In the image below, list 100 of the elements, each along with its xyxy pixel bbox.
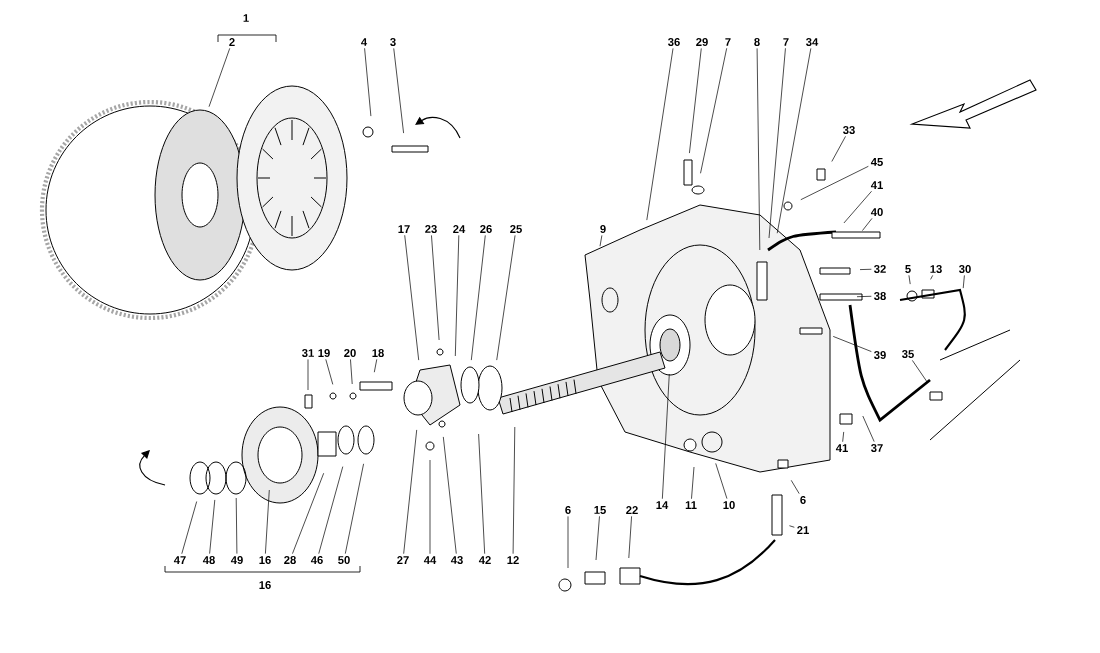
leader-line — [908, 274, 911, 285]
callout-number: 32 — [871, 262, 889, 276]
callout-number: 43 — [448, 553, 466, 567]
callout-number: 14 — [653, 499, 671, 511]
callout-number: 26 — [477, 222, 495, 236]
callout-number: 45 — [868, 155, 886, 169]
callout-number: 11 — [682, 499, 700, 511]
leader-line — [646, 48, 674, 221]
callout-number: 31 — [299, 346, 317, 360]
leader-line — [862, 415, 875, 442]
callout-number: 4 — [358, 36, 370, 48]
leader-line — [599, 235, 603, 247]
leader-line — [470, 235, 486, 361]
leader-line — [856, 295, 872, 298]
leader-line — [496, 235, 516, 361]
leader-line — [393, 48, 404, 134]
callout-number: 33 — [840, 123, 858, 137]
callout-number: 10 — [720, 498, 738, 512]
callout-number: 7 — [722, 36, 734, 48]
leader-line — [595, 515, 600, 561]
leader-line — [350, 359, 353, 385]
callout-number: 27 — [394, 553, 412, 567]
callout-number: 18 — [369, 346, 387, 360]
callout-number: 30 — [956, 262, 974, 276]
leader-line — [208, 47, 231, 108]
callout-number: 47 — [171, 554, 189, 566]
leader-line — [344, 463, 364, 554]
leader-line — [912, 360, 928, 383]
leader-line — [404, 234, 420, 361]
leader-line — [373, 359, 378, 373]
callout-number: 17 — [395, 223, 413, 235]
callout-number: 23 — [422, 222, 440, 236]
leader-line — [842, 431, 845, 443]
leader-line — [843, 190, 872, 224]
callout-number: 7 — [780, 36, 792, 48]
leader-line — [800, 165, 869, 201]
callout-number: 42 — [476, 553, 494, 567]
leader-line — [756, 48, 761, 251]
leader-line — [454, 234, 460, 357]
leader-line — [962, 275, 965, 289]
callout-number: 37 — [868, 441, 886, 455]
leader-line — [700, 47, 728, 174]
leader-line — [689, 48, 702, 154]
leader-line — [567, 516, 569, 569]
callout-number: 25 — [507, 222, 525, 236]
leader-line — [292, 472, 325, 554]
callout-number: 44 — [421, 554, 439, 566]
leader-line — [235, 497, 238, 554]
leader-line — [478, 433, 486, 555]
callout-number: 1 — [240, 12, 252, 24]
callout-number: 41 — [833, 442, 851, 454]
callout-number: 40 — [868, 205, 886, 219]
callout-number: 6 — [562, 503, 574, 517]
callout-number: 41 — [868, 179, 886, 191]
leader-line — [832, 336, 872, 352]
callout-number: 49 — [228, 553, 246, 567]
leader-line — [431, 235, 440, 341]
leader-line — [628, 516, 632, 559]
leader-line — [403, 429, 418, 555]
callout-number: 15 — [591, 504, 609, 517]
leader-line — [831, 136, 846, 162]
leader-line — [691, 466, 695, 500]
callout-number: 5 — [902, 262, 914, 276]
callout-number: 39 — [871, 348, 889, 362]
callout-number: 35 — [899, 347, 917, 361]
callout-number: 2 — [226, 35, 238, 49]
callout-number: 34 — [803, 35, 821, 49]
callout-number: 36 — [665, 35, 683, 49]
callout-number: 29 — [693, 35, 711, 49]
callout-number: 22 — [623, 503, 641, 517]
leader-line — [930, 275, 934, 280]
callout-number: 12 — [504, 553, 522, 567]
leader-line — [307, 359, 309, 391]
leader-line — [181, 501, 198, 555]
leader-line — [789, 525, 795, 528]
callout-number: 13 — [927, 262, 945, 276]
leader-line — [859, 268, 872, 270]
callout-number: 50 — [335, 553, 353, 567]
leader-line — [318, 466, 344, 554]
callout-number: 24 — [450, 222, 468, 236]
leader-line — [429, 459, 431, 555]
leader-line — [790, 479, 800, 494]
callout-number: 48 — [200, 553, 218, 567]
leader-line — [862, 218, 873, 231]
callout-number: 21 — [794, 523, 812, 537]
leader-line — [364, 47, 372, 117]
callout-number: 16 — [256, 553, 274, 567]
leader-line — [209, 499, 216, 554]
leader-line — [512, 426, 516, 555]
callout-number: 6 — [797, 493, 809, 507]
leader-line — [325, 359, 334, 385]
leader-line — [776, 48, 812, 234]
callout-number: 8 — [751, 35, 763, 49]
callout-number: 16 — [256, 578, 274, 592]
leader-line — [715, 463, 728, 499]
leader-line — [442, 436, 457, 554]
callout-number: 28 — [281, 553, 299, 567]
callout-number: 9 — [597, 222, 609, 236]
leader-line — [265, 489, 270, 554]
callout-number: 46 — [308, 553, 326, 567]
